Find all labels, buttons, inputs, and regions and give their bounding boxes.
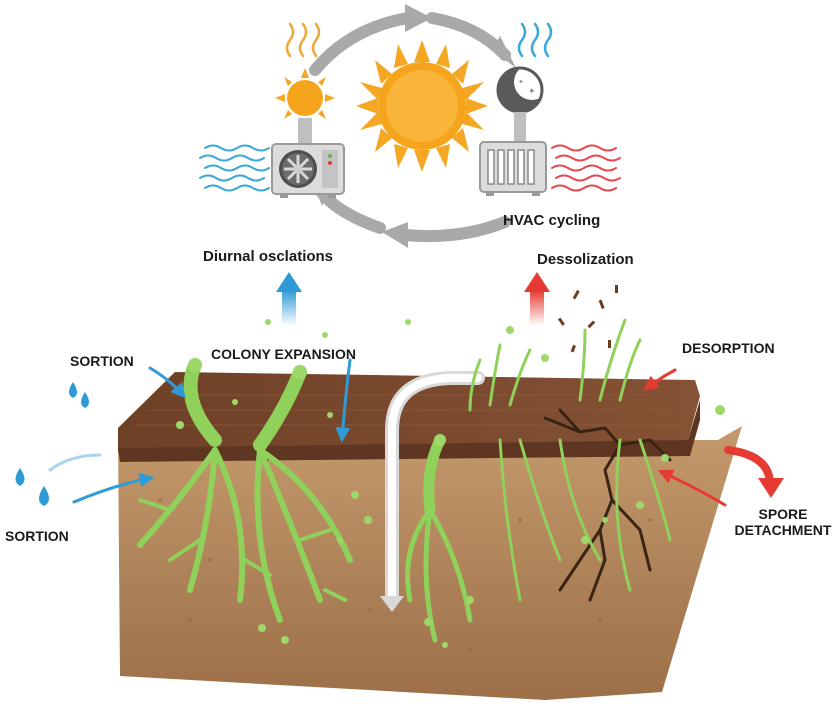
transport-arrow xyxy=(380,371,485,612)
heater-unit-icon xyxy=(479,141,547,196)
water-drop-icons xyxy=(15,382,89,506)
desorption-label: DESORPTION xyxy=(682,340,775,356)
cool-air-waves-icon xyxy=(199,144,270,192)
colony-expansion-label: COLONY EXPANSION xyxy=(211,346,356,362)
spores xyxy=(176,319,725,648)
dessolization-arrow xyxy=(524,272,550,326)
mount-post xyxy=(298,118,312,144)
ac-unit-icon xyxy=(271,143,345,198)
spore-detachment-line2: DETACHMENT xyxy=(734,522,832,539)
heat-waves-icon xyxy=(285,22,321,58)
mount-post-right xyxy=(514,112,526,142)
sortion-top-label: SORTION xyxy=(70,353,134,369)
sortion-bottom-label: SORTION xyxy=(5,528,69,544)
warm-air-waves-icon xyxy=(551,144,621,192)
hvac-cycling-label: HVAC cycling xyxy=(503,212,601,229)
moon-icon: ✦ ✦ xyxy=(496,64,550,114)
mold-hyphae-left xyxy=(137,358,353,623)
detachment-curved-arrow xyxy=(724,446,784,498)
spore-detachment-label: SPORE DETACHMENT xyxy=(728,506,838,538)
diurnal-oscillations-label: Diurnal osclations xyxy=(203,248,334,265)
diurnal-arrow xyxy=(276,272,302,326)
svg-text:✦: ✦ xyxy=(528,87,536,97)
mold-hyphae-right xyxy=(405,318,672,643)
svg-text:✦: ✦ xyxy=(518,78,524,86)
soil-block xyxy=(118,372,742,700)
climate-cycle: ✦ ✦ xyxy=(199,4,621,248)
sun-icon xyxy=(356,40,488,172)
debris-particles xyxy=(557,285,618,353)
dessolization-label: Dessolization xyxy=(537,251,634,268)
crack xyxy=(543,408,672,602)
label-arrows xyxy=(48,358,727,507)
cool-waves-icon xyxy=(517,22,553,58)
spore-detachment-line1: SPORE xyxy=(758,506,808,522)
